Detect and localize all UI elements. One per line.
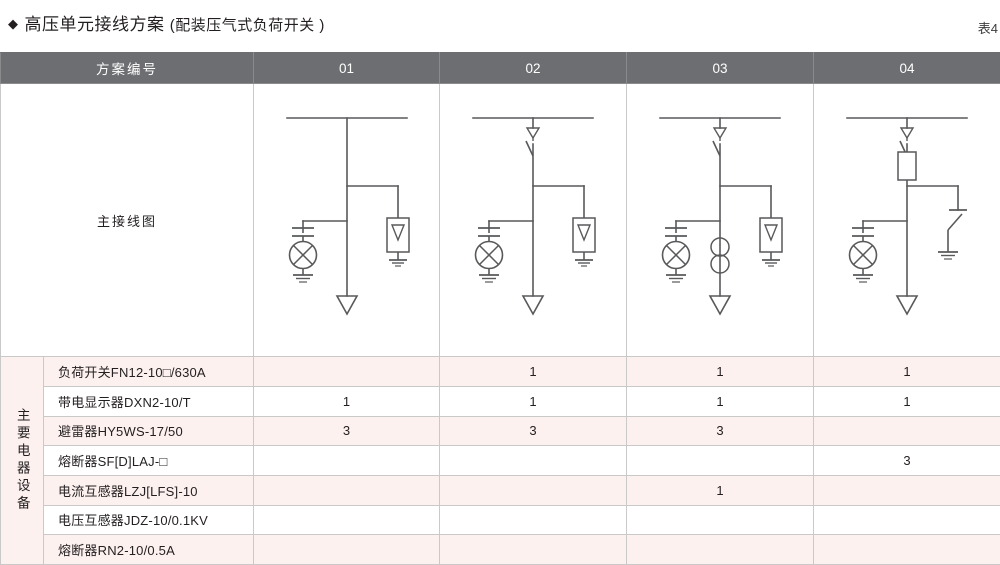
equipment-2-col-02: 3 (439, 415, 627, 447)
fuse-icon (897, 151, 917, 182)
scheme-table: 方案编号 01 02 03 04 主接线图 (0, 51, 1000, 565)
page-title: ◆ 高压单元接线方案 (配装压气式负荷开关 ) (8, 10, 325, 35)
equipment-6-col-03 (626, 534, 814, 565)
equipment-1-col-02: 1 (439, 385, 627, 417)
circuit-diagram-01 (285, 117, 410, 316)
equipment-5-col-01 (253, 504, 440, 536)
equipment-name-3: 熔断器SF[D]LAJ-□ (43, 445, 254, 476)
equipment-name-1: 带电显示器DXN2-10/T (43, 385, 254, 417)
equipment-name-2: 避雷器HY5WS-17/50 (43, 415, 254, 447)
load-switch-icon (525, 127, 541, 157)
surge-arrester-icon (759, 217, 783, 267)
equipment-0-col-04: 1 (813, 356, 1000, 387)
equipment-2-col-03: 3 (626, 415, 814, 447)
cable-termination-icon (708, 295, 732, 316)
cable-termination-icon (521, 295, 545, 316)
diagram-cell-01 (253, 83, 440, 358)
equipment-5-col-02 (439, 504, 627, 536)
circuit-diagram-03 (659, 117, 783, 316)
equipment-3-col-03 (626, 445, 814, 476)
circuit-diagram-02 (472, 117, 596, 316)
equipment-6-col-02 (439, 534, 627, 565)
diagram-cell-04 (813, 83, 1000, 358)
surge-arrester-icon (385, 217, 410, 267)
equipment-2-col-04 (813, 415, 1000, 447)
equipment-5-col-04 (813, 504, 1000, 536)
table-row: 电流互感器LZJ[LFS]-10 1 (1, 474, 1000, 506)
equipment-0-col-02: 1 (439, 356, 627, 387)
diamond-bullet-icon: ◆ (8, 16, 19, 31)
equipment-0-col-03: 1 (626, 356, 814, 387)
earthing-switch-icon (938, 209, 967, 260)
title-paren-text: (配装压气式负荷开关 ) (169, 17, 325, 34)
table-header-row: 方案编号 01 02 03 04 (0, 51, 1000, 85)
equipment-6-col-01 (253, 534, 440, 565)
equipment-3-col-02 (439, 445, 627, 476)
voltage-indicator-icon (848, 227, 878, 283)
diagram-cell-03 (626, 83, 814, 358)
table-row: 电压互感器JDZ-10/0.1KV (1, 504, 1000, 536)
diagram-row-label: 主接线图 (0, 83, 254, 358)
current-transformer-icon (710, 237, 730, 275)
equipment-1-col-03: 1 (626, 385, 814, 417)
cable-termination-icon (895, 295, 919, 316)
header-col-02: 02 (439, 51, 627, 85)
equipment-2-col-01: 3 (253, 415, 440, 447)
voltage-indicator-icon (288, 227, 317, 283)
equipment-1-col-01: 1 (253, 385, 440, 417)
cable-termination-icon (335, 295, 358, 316)
voltage-indicator-icon (474, 227, 504, 283)
table-number: 表4 (977, 21, 998, 36)
title-bar: ◆ 高压单元接线方案 (配装压气式负荷开关 ) 表4 (0, 0, 1000, 52)
equipment-4-col-01 (253, 474, 440, 506)
equipment-6-col-04 (813, 534, 1000, 565)
circuit-diagram-04 (846, 117, 968, 316)
equipment-4-col-04 (813, 474, 1000, 506)
equipment-name-5: 电压互感器JDZ-10/0.1KV (43, 504, 254, 536)
equipment-4-col-02 (439, 474, 627, 506)
table-row: 带电显示器DXN2-10/T 1 1 1 1 (1, 385, 1000, 417)
title-main-text: 高压单元接线方案 (24, 15, 165, 34)
equipment-name-4: 电流互感器LZJ[LFS]-10 (43, 474, 254, 506)
voltage-indicator-icon (661, 227, 691, 283)
equipment-name-6: 熔断器RN2-10/0.5A (43, 534, 254, 565)
table-row: 熔断器RN2-10/0.5A (1, 534, 1000, 565)
equipment-0-col-01 (253, 356, 440, 387)
equipment-3-col-01 (253, 445, 440, 476)
header-col-03: 03 (626, 51, 814, 85)
diagram-row: 主接线图 (0, 83, 1000, 358)
equipment-3-col-04: 3 (813, 445, 1000, 476)
header-col-04: 04 (813, 51, 1000, 85)
diagram-cell-02 (439, 83, 627, 358)
header-col-01: 01 (253, 51, 440, 85)
table-row: 避雷器HY5WS-17/50 3 3 3 (1, 415, 1000, 447)
surge-arrester-icon (572, 217, 596, 267)
equipment-4-col-03: 1 (626, 474, 814, 506)
equipment-group-label: 主要电器设备 (0, 356, 44, 565)
header-scheme-label: 方案编号 (0, 51, 254, 85)
load-switch-icon (712, 127, 728, 157)
table-row: 主要电器设备 负荷开关FN12-10□/630A 1 1 1 (0, 356, 1000, 565)
equipment-1-col-04: 1 (813, 385, 1000, 417)
equipment-name-0: 负荷开关FN12-10□/630A (43, 356, 254, 387)
equipment-5-col-03 (626, 504, 814, 536)
table-row: 熔断器SF[D]LAJ-□ 3 (1, 445, 1000, 476)
